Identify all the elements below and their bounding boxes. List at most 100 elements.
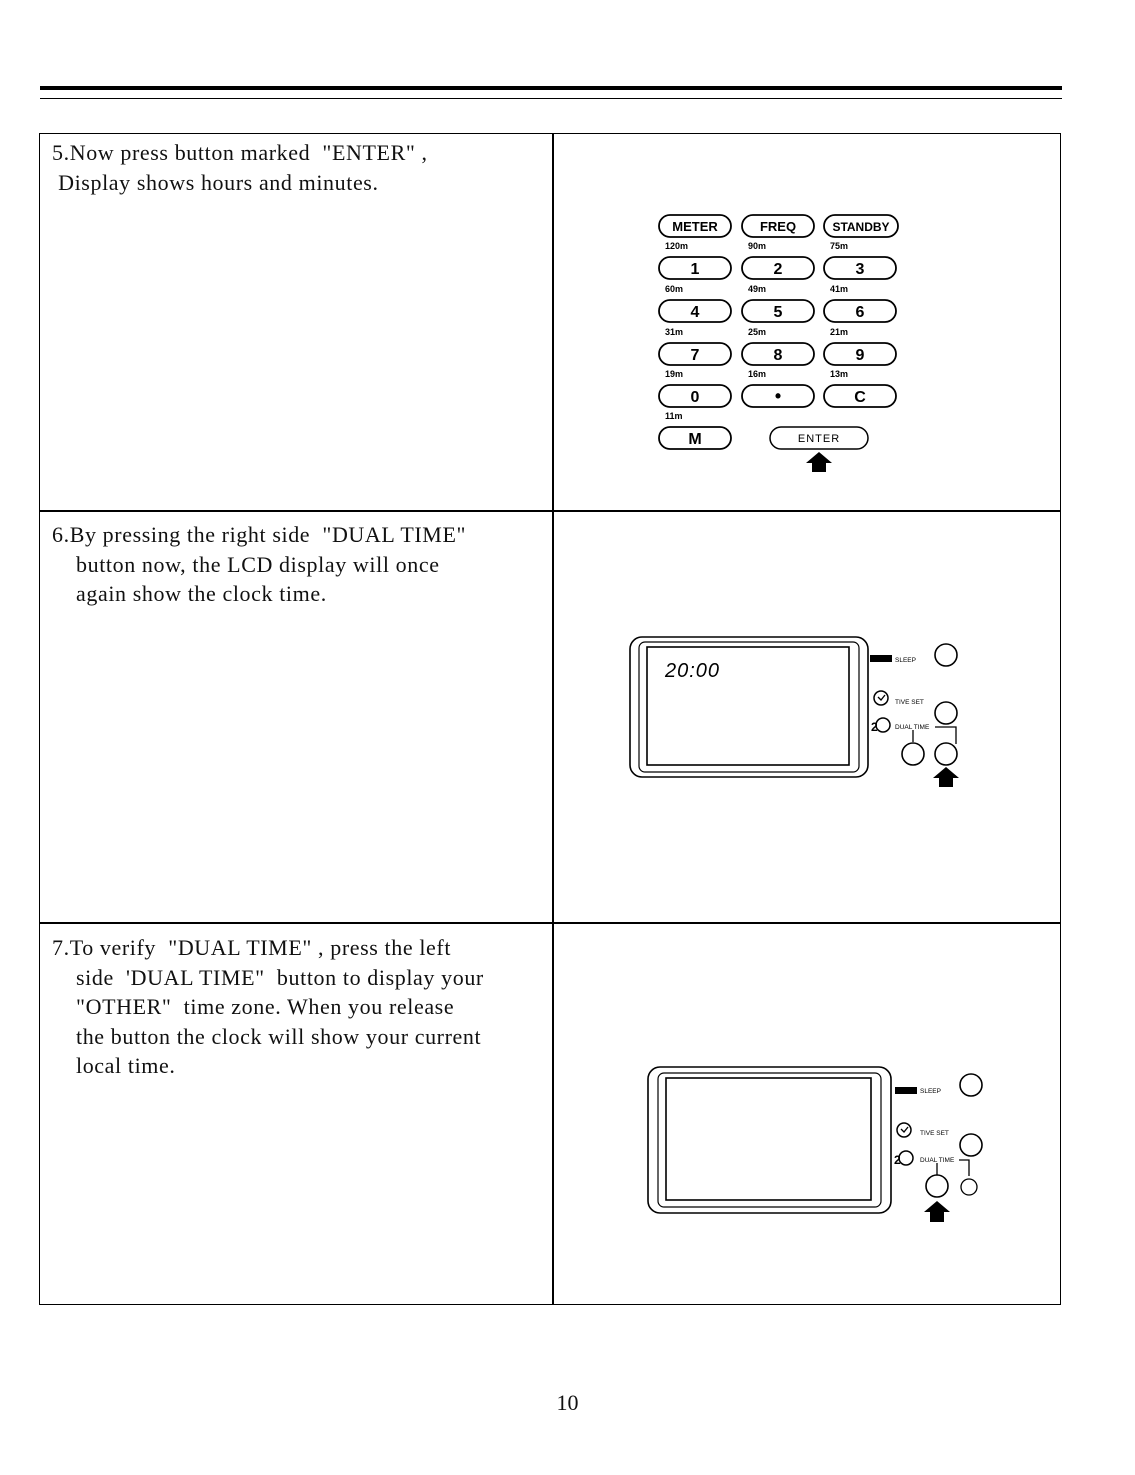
key-button-4[interactable] bbox=[658, 299, 732, 323]
key-label-9: 9 bbox=[856, 347, 865, 364]
row-divider-2 bbox=[40, 922, 1060, 924]
keypad-illustration: METER FREQ STANDBY 120m190m275m360m449m5… bbox=[658, 214, 899, 472]
time-set-label: TIVE SET bbox=[920, 1130, 949, 1137]
band-label-49m: 49m bbox=[748, 284, 766, 294]
meter-button[interactable] bbox=[658, 214, 732, 238]
band-label-41m: 41m bbox=[830, 284, 848, 294]
band-label-21m: 21m bbox=[830, 327, 848, 337]
key-button-M[interactable] bbox=[658, 426, 732, 450]
sleep-button[interactable] bbox=[934, 643, 958, 667]
step-6-line-1: By pressing the right side "DUAL TIME" bbox=[69, 522, 467, 547]
step-7-line-3: "OTHER" time zone. When you release bbox=[76, 994, 455, 1019]
lcd-screen-blank bbox=[665, 1077, 872, 1201]
band-label-31m: 31m bbox=[665, 327, 683, 337]
dual-time-label: DUAL TIME bbox=[895, 724, 930, 731]
step-7-line-5: local time. bbox=[76, 1053, 176, 1078]
clock-icon bbox=[873, 690, 889, 706]
key-button-C[interactable] bbox=[823, 384, 897, 408]
dual-time-label: DUAL TIME bbox=[920, 1157, 955, 1164]
band-label-60m: 60m bbox=[665, 284, 683, 294]
left-button-pointer-arrow-icon bbox=[924, 1201, 950, 1222]
number-keys: 120m190m275m360m449m541m631m725m821m919m… bbox=[658, 241, 897, 450]
key-button-5[interactable] bbox=[741, 299, 815, 323]
key-label-dot: • bbox=[775, 386, 781, 406]
lcd-screen bbox=[646, 646, 850, 766]
dual-time-right-button[interactable] bbox=[960, 1178, 978, 1196]
key-label-7: 7 bbox=[691, 347, 700, 364]
step-5-line-2: Display shows hours and minutes. bbox=[52, 169, 379, 195]
step-7-text: 7.To verify "DUAL TIME" , press the left… bbox=[52, 933, 542, 1081]
row-divider-1 bbox=[40, 510, 1060, 512]
lcd-frame bbox=[638, 641, 860, 773]
key-label-4: 4 bbox=[691, 304, 700, 321]
enter-label: ENTER bbox=[798, 433, 840, 445]
step-6-line-2: button now, the LCD display will once bbox=[76, 551, 440, 577]
lcd-panel-step7: SLEEP TIVE SET 2 DUAL TIME bbox=[647, 1066, 983, 1222]
key-button-3[interactable] bbox=[823, 256, 897, 280]
key-button-7[interactable] bbox=[658, 342, 732, 366]
lcd-frame bbox=[657, 1072, 882, 1208]
step-7-number: 7. bbox=[52, 935, 70, 960]
standby-label: STANDBY bbox=[832, 220, 889, 234]
dual-time-icon bbox=[875, 717, 891, 733]
band-label-16m: 16m bbox=[748, 369, 766, 379]
clock-icon bbox=[896, 1122, 912, 1138]
key-button-9[interactable] bbox=[823, 342, 897, 366]
dual-time-left-button[interactable] bbox=[925, 1174, 949, 1198]
step-6-text: 6.By pressing the right side "DUAL TIME"… bbox=[52, 520, 542, 609]
key-button-dot[interactable] bbox=[741, 384, 815, 408]
key-button-6[interactable] bbox=[823, 299, 897, 323]
page-number: 10 bbox=[556, 1390, 579, 1415]
column-divider bbox=[552, 134, 554, 1304]
time-set-button[interactable] bbox=[934, 701, 958, 725]
key-label-3: 3 bbox=[856, 261, 865, 278]
key-button-2[interactable] bbox=[741, 256, 815, 280]
band-label-11m: 11m bbox=[665, 411, 683, 421]
band-label-19m: 19m bbox=[665, 369, 683, 379]
key-button-1[interactable] bbox=[658, 256, 732, 280]
freq-label: FREQ bbox=[760, 219, 796, 234]
instruction-table: 5.Now press button marked "ENTER" , Disp… bbox=[39, 133, 1061, 1305]
standby-button[interactable] bbox=[823, 214, 899, 238]
dual-time-right-button[interactable] bbox=[934, 742, 958, 766]
step-7-line-1: To verify "DUAL TIME" , press the left bbox=[69, 935, 452, 960]
key-label-1: 1 bbox=[691, 261, 700, 278]
key-label-8: 8 bbox=[774, 347, 783, 364]
dual-time-icon-digit: 2 bbox=[894, 1153, 901, 1167]
sleep-label: SLEEP bbox=[920, 1088, 941, 1095]
key-button-0[interactable] bbox=[658, 384, 732, 408]
step-7-line-4: the button the clock will show your curr… bbox=[76, 1023, 482, 1049]
time-set-label: TIVE SET bbox=[895, 699, 924, 706]
time-set-button[interactable] bbox=[959, 1133, 983, 1157]
sleep-icon bbox=[895, 1087, 917, 1094]
header-rule-thick bbox=[40, 86, 1062, 90]
right-button-pointer-arrow-icon bbox=[933, 767, 959, 787]
header-rule-thin bbox=[40, 98, 1062, 99]
key-label-C: C bbox=[854, 389, 866, 406]
step-6-number: 6. bbox=[52, 522, 70, 547]
band-label-120m: 120m bbox=[665, 241, 688, 251]
step-5-line-1: Now press button marked "ENTER" , bbox=[69, 140, 428, 165]
step-5-number: 5. bbox=[52, 140, 70, 165]
band-label-75m: 75m bbox=[830, 241, 848, 251]
enter-pointer-arrow-icon bbox=[806, 452, 832, 472]
sleep-label: SLEEP bbox=[895, 657, 916, 664]
band-label-25m: 25m bbox=[748, 327, 766, 337]
sleep-button[interactable] bbox=[959, 1073, 983, 1097]
dual-time-left-button[interactable] bbox=[901, 742, 925, 766]
lcd-panel-step6: 20:00 SLEEP TIVE SET 2 DUAL TIME bbox=[629, 636, 959, 787]
step-7-line-2: side 'DUAL TIME" button to display your bbox=[76, 964, 484, 990]
dual-time-icon bbox=[898, 1150, 914, 1166]
key-label-0: 0 bbox=[691, 389, 700, 406]
key-button-8[interactable] bbox=[741, 342, 815, 366]
key-label-5: 5 bbox=[774, 304, 783, 321]
meter-label: METER bbox=[672, 219, 718, 234]
freq-button[interactable] bbox=[741, 214, 815, 238]
key-label-M: M bbox=[688, 431, 701, 448]
key-label-2: 2 bbox=[774, 261, 783, 278]
enter-button[interactable] bbox=[769, 426, 869, 450]
key-label-6: 6 bbox=[856, 304, 865, 321]
sleep-icon bbox=[870, 655, 892, 662]
band-label-13m: 13m bbox=[830, 369, 848, 379]
dual-time-icon-digit: 2 bbox=[871, 720, 878, 734]
